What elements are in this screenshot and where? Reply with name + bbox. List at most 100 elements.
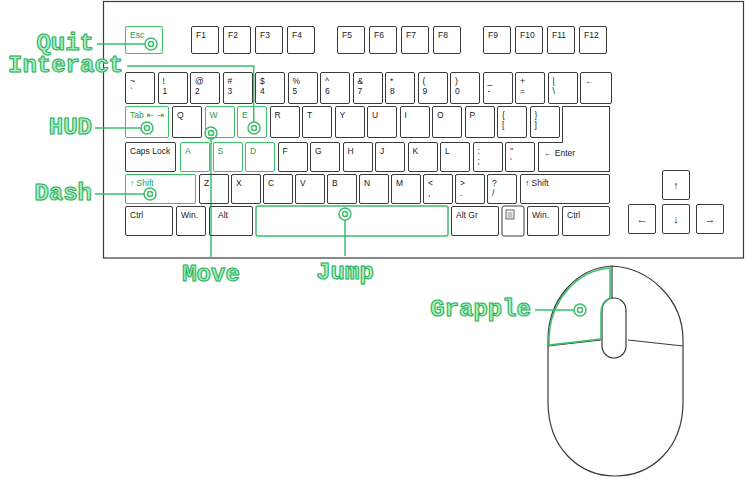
key-label: U <box>372 110 378 120</box>
key: O <box>432 106 462 138</box>
key-label: K <box>413 146 419 156</box>
key-label: S <box>218 146 224 156</box>
key-label: 6 <box>325 86 330 96</box>
key-label: O <box>437 110 444 120</box>
key: F6 <box>369 26 397 54</box>
key-label: Win. <box>532 210 549 220</box>
menu-key <box>502 206 524 236</box>
key: Q <box>172 106 202 138</box>
key-label: \ <box>553 86 555 96</box>
key-label: F1 <box>196 30 206 40</box>
key: F8 <box>433 26 461 54</box>
key-label: N <box>364 178 370 188</box>
key: W <box>205 106 235 138</box>
key-label: Alt <box>218 210 228 220</box>
key: D <box>245 142 275 172</box>
key-label: Tab <box>130 110 144 120</box>
callout-marker-dot <box>343 212 348 217</box>
key: ← <box>580 72 612 104</box>
callout-marker <box>144 188 156 200</box>
key-label: 1 <box>163 86 168 96</box>
key: @2 <box>190 72 220 104</box>
key: Tab⇤⇥ <box>125 106 169 138</box>
key-label: ← <box>585 76 594 86</box>
key: &7 <box>353 72 383 104</box>
key-label: W <box>210 110 218 120</box>
key-label: V <box>300 178 306 188</box>
key-label: + <box>520 76 525 86</box>
key-label: M <box>396 178 403 188</box>
scroll-wheel <box>602 298 626 358</box>
key-label: F5 <box>342 30 352 40</box>
key: ↓ <box>662 204 690 234</box>
key: ?/ <box>487 174 517 204</box>
key-label: Ctrl <box>567 210 580 220</box>
key-label: " <box>510 146 513 156</box>
key-label: Win. <box>181 210 198 220</box>
key: F3 <box>255 26 283 54</box>
key: X <box>231 174 261 204</box>
callout-marker <box>574 304 586 316</box>
key-label: ( <box>423 76 426 86</box>
key: (9 <box>418 72 448 104</box>
key-label: ^ <box>325 76 329 86</box>
key-label: = <box>520 86 525 96</box>
key: R <box>270 106 300 138</box>
key: %5 <box>288 72 318 104</box>
key: ↑ Shift <box>125 174 196 204</box>
key: Ctrl <box>125 206 173 236</box>
key-label: ← Enter <box>544 148 575 158</box>
right-button-edge <box>628 340 683 346</box>
key-label: F2 <box>228 30 238 40</box>
key: K <box>408 142 438 172</box>
callout-marker-dot <box>252 126 257 131</box>
key: Win. <box>176 206 206 236</box>
key: F10 <box>515 26 543 54</box>
key: B <box>327 174 357 204</box>
key: |\ <box>548 72 578 104</box>
key: V <box>295 174 325 204</box>
key: M <box>391 174 421 204</box>
leader-line <box>210 139 212 258</box>
key: F4 <box>287 26 315 54</box>
key: I <box>400 106 430 138</box>
space-bar <box>256 206 448 236</box>
callout-marker-dot <box>209 131 214 136</box>
key-label: ← <box>637 214 648 224</box>
key: L <box>440 142 470 172</box>
key: A <box>180 142 210 172</box>
key: F <box>278 142 308 172</box>
key-label: F3 <box>260 30 270 40</box>
key-label: _ <box>488 76 493 86</box>
key-label: 8 <box>390 86 395 96</box>
key: {[ <box>497 106 527 138</box>
key: S <box>213 142 243 172</box>
key-label: F12 <box>584 30 599 40</box>
key: += <box>515 72 545 104</box>
key: C <box>263 174 293 204</box>
key-label: { <box>502 110 505 120</box>
key: #3 <box>223 72 253 104</box>
key-label: # <box>228 76 233 86</box>
key-label: * <box>390 76 393 86</box>
key: )0 <box>450 72 480 104</box>
key-label: H <box>348 146 354 156</box>
callout-marker-dot <box>149 42 154 47</box>
left-button-edge <box>548 340 601 346</box>
key-label: ` <box>130 86 133 96</box>
key: F9 <box>483 26 511 54</box>
key-label: ; <box>478 156 480 166</box>
key-label: ⇥ <box>157 110 164 120</box>
key-label: , <box>428 188 430 198</box>
key-label: D <box>250 146 256 156</box>
callout-label: Grapple <box>430 297 531 323</box>
key-label: & <box>358 76 364 86</box>
callout-label: Move <box>182 262 240 288</box>
key: ← Enter <box>538 106 610 172</box>
key: $4 <box>255 72 285 104</box>
callout-label: Interact <box>8 53 123 79</box>
enter-key-shape <box>539 107 610 172</box>
key-label: Z <box>204 178 209 188</box>
key: >. <box>455 174 485 204</box>
